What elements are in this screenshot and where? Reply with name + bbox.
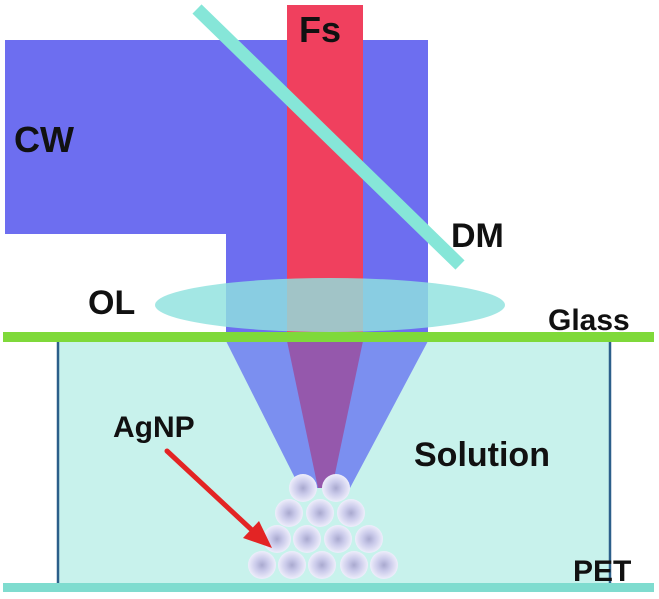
nanoparticle [289,474,317,502]
fs-focus-cone [287,341,363,488]
dm-label: DM [451,217,504,255]
nanoparticle [355,525,383,553]
nanoparticle [275,499,303,527]
ol-label: OL [88,284,135,322]
nanoparticle [248,551,276,579]
agnp-label: AgNP [113,411,195,444]
nanoparticle [308,551,336,579]
nanoparticle [324,525,352,553]
nanoparticle [306,499,334,527]
nanoparticle [293,525,321,553]
nanoparticle [370,551,398,579]
pet-substrate [3,583,654,592]
glass-slide [3,332,654,342]
silver-nanoparticles [248,474,398,579]
nanoparticle [340,551,368,579]
nanoparticle [322,474,350,502]
agnp-arrow [164,448,272,548]
cw-label: CW [14,119,74,160]
glass-label: Glass [548,304,630,337]
fs-label: Fs [299,9,341,50]
dichroic-mirror [192,4,465,270]
nanoparticle [278,551,306,579]
nanoparticle [337,499,365,527]
objective-lens [155,278,505,332]
pet-label: PET [573,555,631,588]
solution-label: Solution [414,436,550,474]
